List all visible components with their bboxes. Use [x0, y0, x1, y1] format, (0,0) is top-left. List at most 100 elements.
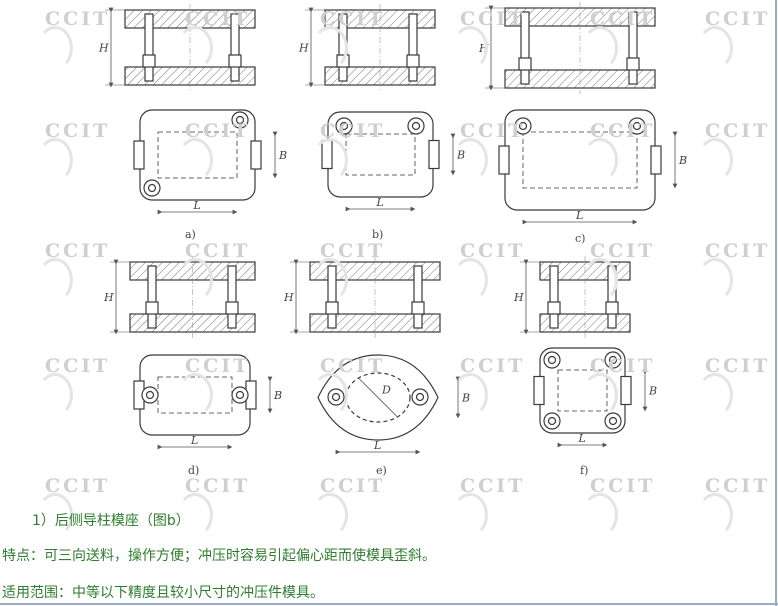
guide-hole-inner: [235, 115, 245, 125]
frame-border-right: [775, 0, 777, 606]
guide-hole-inner: [331, 392, 341, 402]
dim-label-b: B: [278, 149, 287, 162]
panel-caption: c): [575, 232, 585, 245]
guide-hole-inner: [608, 416, 618, 426]
side-lug: [321, 139, 333, 170]
plan-view: [133, 354, 273, 450]
guide-hole: [604, 412, 622, 430]
side-lug: [533, 375, 545, 406]
guide-hole: [327, 388, 345, 406]
bushing: [605, 301, 619, 315]
bushing: [142, 54, 156, 68]
guide-hole-inner: [608, 355, 618, 365]
guide-hole-inner: [632, 121, 642, 131]
working-area: [557, 369, 608, 412]
dim-label-d: D: [381, 384, 391, 397]
bushing: [518, 57, 532, 71]
dim-label-h: H: [98, 42, 109, 55]
bushing: [225, 301, 239, 315]
guide-hole: [628, 117, 646, 135]
side-lug: [620, 375, 632, 406]
bushing: [547, 301, 561, 315]
plan-view: [321, 111, 456, 212]
dim-label-h: H: [103, 291, 114, 304]
dim-label-b: B: [273, 389, 282, 402]
dim-label-b: B: [648, 385, 657, 398]
dim-label-h: H: [298, 42, 309, 55]
guide-hole: [231, 111, 249, 129]
dim-label-l: L: [578, 432, 586, 445]
dim-label-b: B: [678, 154, 687, 167]
bushing: [406, 54, 420, 68]
guide-hole: [231, 386, 249, 404]
dim-label-l: L: [190, 434, 198, 447]
guide-hole-inner: [518, 121, 528, 131]
guide-post: [408, 13, 418, 82]
working-area: [157, 131, 238, 179]
plan-view: [133, 109, 278, 215]
die-set-drawing: H H H L Ba) L Bb) L Bc) H H H L Bd) D L Be) L Bf): [98, 2, 687, 477]
guide-hole-inner: [415, 392, 425, 402]
guide-hole-inner: [145, 390, 155, 400]
dim-label-l: L: [373, 439, 381, 452]
panel-caption: b): [372, 228, 383, 241]
dim-label-l: L: [193, 199, 201, 212]
side-lug: [250, 140, 262, 170]
guide-hole-inner: [339, 121, 349, 131]
bushing: [145, 301, 159, 315]
panel-caption: a): [185, 228, 196, 241]
elevation-view: [305, 4, 436, 91]
guide-hole: [514, 117, 532, 135]
guide-hole-inner: [235, 390, 245, 400]
guide-hole: [141, 386, 159, 404]
panel-caption: d): [188, 464, 199, 477]
side-lug: [428, 139, 440, 170]
dim-label-l: L: [376, 196, 384, 209]
guide-post: [327, 265, 337, 329]
guide-post: [413, 265, 423, 329]
dim-label-h: H: [478, 42, 489, 55]
guide-hole-inner: [547, 416, 557, 426]
plate-outline: [317, 354, 439, 441]
guide-hole: [143, 179, 161, 197]
guide-hole-inner: [547, 355, 557, 365]
panel-caption: f): [580, 464, 588, 477]
elevation-view: [110, 256, 256, 338]
elevation-view: [485, 2, 656, 94]
side-lug: [133, 140, 145, 170]
guide-hole: [604, 351, 622, 369]
side-lug: [650, 145, 662, 175]
guide-post: [338, 13, 348, 82]
guide-post: [607, 265, 617, 329]
elevation-view: [105, 4, 256, 91]
side-lug: [498, 145, 510, 175]
guide-post: [520, 11, 530, 85]
guide-post: [144, 13, 154, 82]
working-area: [345, 133, 416, 176]
guide-post: [227, 265, 237, 329]
panel-caption: e): [376, 464, 387, 477]
bushing: [336, 54, 350, 68]
bushing: [411, 301, 425, 315]
dim-label-h: H: [513, 291, 524, 304]
guide-hole: [543, 351, 561, 369]
working-area: [157, 376, 233, 414]
dim-label-h: H: [283, 291, 294, 304]
features-text: 特点：可三向送料，操作方便；冲压时容易引起偏心距而使模具歪斜。: [2, 548, 436, 564]
bushing: [325, 301, 339, 315]
dim-label-b: B: [461, 392, 470, 405]
working-area: [522, 131, 638, 189]
scope-text: 适用范围：中等以下精度且较小尺寸的冲压件模具。: [2, 585, 324, 601]
bushing: [228, 54, 242, 68]
dim-line-d: [357, 377, 399, 418]
dim-label-b: B: [456, 149, 465, 162]
guide-hole: [335, 117, 353, 135]
plan-view: [498, 109, 678, 225]
guide-hole-inner: [147, 183, 157, 193]
guide-hole: [411, 388, 429, 406]
guide-post: [628, 11, 638, 85]
section-heading: 1）后侧导柱模座（图b）: [32, 513, 190, 529]
dim-label-l: L: [575, 209, 583, 222]
working-area: [345, 372, 411, 423]
